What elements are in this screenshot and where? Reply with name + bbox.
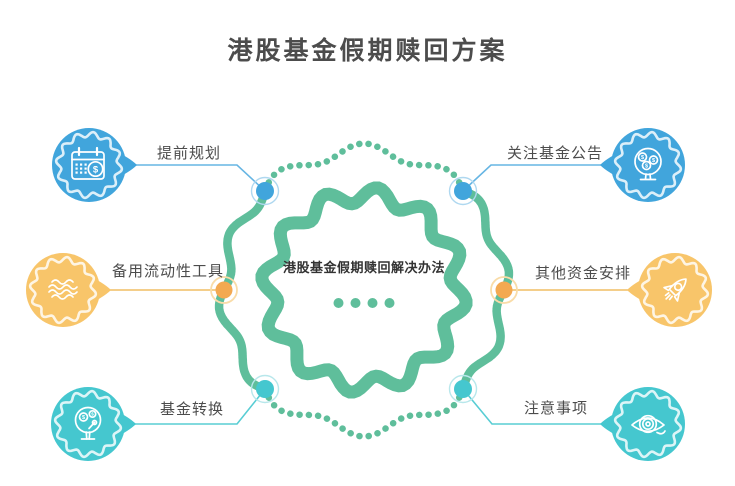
dot (495, 281, 513, 299)
center-dot (384, 298, 395, 308)
center-dots (333, 298, 395, 308)
node-circle (51, 387, 125, 461)
dollar-glyph: $ (652, 158, 655, 164)
dot (454, 182, 472, 200)
junction-dot-bottom-right (448, 374, 478, 404)
junction-dot-middle-right (490, 276, 518, 304)
label-other-funding: 其他资金安排 (535, 265, 632, 282)
dollar-glyph: $ (645, 164, 648, 170)
center-dot (367, 298, 378, 308)
dot (454, 380, 472, 398)
center-scalloped-ring (255, 181, 473, 399)
dollar-glyph: $ (641, 155, 644, 161)
dot-halo (448, 176, 478, 206)
connector-top-right (462, 164, 603, 192)
dot-halo (448, 374, 478, 404)
money-tree-icon: $ $ $ (634, 147, 662, 181)
junction-dot-bottom-left (250, 374, 280, 404)
label-plan-ahead: 提前规划 (157, 145, 222, 162)
dot (215, 281, 233, 299)
junction-dot-top-right (448, 176, 478, 206)
node-other-funding (627, 253, 712, 327)
connector-bottom-left (131, 388, 266, 425)
label-notes: 注意事项 (524, 400, 589, 417)
dollar-glyph: $ (91, 412, 94, 417)
node-backup-liquidity (26, 253, 111, 327)
center-dot (333, 298, 344, 308)
center-dot (350, 298, 361, 308)
rocket-icon (663, 278, 687, 302)
center-label: 港股基金假期赎回解决办法 (282, 260, 445, 275)
node-notes (600, 387, 685, 461)
node-plan-ahead: $ (52, 128, 137, 202)
dot-halo (210, 276, 238, 304)
top-dotted-arc (261, 140, 467, 195)
connector-top-left (131, 164, 266, 192)
label-fund-conversion: 基金转换 (160, 401, 225, 418)
label-backup-liquidity: 备用流动性工具 (112, 263, 225, 280)
node-fund-announcements: $ $ $ (600, 128, 685, 202)
node-circle (26, 253, 100, 327)
eye-icon (631, 414, 666, 435)
dot (256, 380, 274, 398)
node-fund-conversion: $ $ (51, 387, 136, 461)
page-title: 港股基金假期赎回方案 (227, 36, 508, 65)
node-circle (611, 387, 685, 461)
junction-dot-middle-left (210, 276, 238, 304)
coin-tree-icon: $ $ (74, 406, 102, 440)
waves-icon (48, 279, 78, 300)
dot-halo (250, 374, 280, 404)
dot (256, 182, 274, 200)
connector-bottom-right (462, 388, 603, 425)
node-circle (611, 128, 685, 202)
dot-halo (490, 276, 518, 304)
node-circle (638, 253, 712, 327)
bottom-dotted-arc (261, 385, 467, 440)
dollar-glyph: $ (82, 415, 85, 421)
calendar-dollar-icon: $ (71, 146, 105, 180)
dot-halo (250, 176, 280, 206)
label-fund-announcements: 关注基金公告 (507, 145, 604, 162)
dollar-glyph: $ (93, 165, 99, 176)
junction-dot-top-left (250, 176, 280, 206)
